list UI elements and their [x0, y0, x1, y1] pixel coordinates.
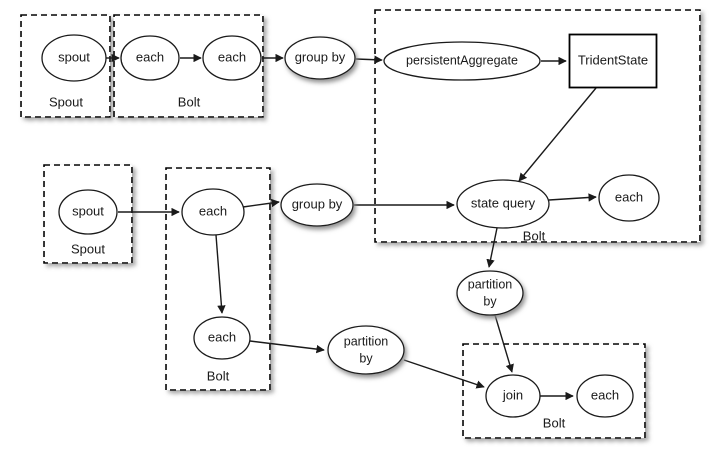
node-label: persistentAggregate [406, 53, 518, 67]
edge-each-m1-to-each-m2 [215, 234, 226, 314]
node-shape-ellipse [576, 374, 634, 418]
node-group-by[interactable]: group by [284, 36, 356, 80]
node-label: partition [468, 277, 513, 291]
node-each[interactable]: each [120, 35, 180, 81]
node-label: state query [471, 195, 536, 210]
edge-partition-2-to-join [494, 314, 514, 373]
node-shape-ellipse [280, 183, 354, 227]
edge-groupby-top-to-persistagg [355, 55, 383, 64]
node-label: each [199, 203, 227, 218]
node-label: each [218, 49, 246, 64]
node-partition-by[interactable]: partition by [456, 270, 524, 316]
node-shape-ellipse [485, 374, 541, 418]
edge-statequery-to-partition-2 [486, 227, 498, 268]
node-shape-ellipse [58, 189, 118, 235]
node-shape-ellipse [41, 34, 107, 82]
node-state-query[interactable]: state query [456, 179, 550, 229]
node-each[interactable]: each [576, 374, 634, 418]
node-spout[interactable]: spout [41, 34, 107, 82]
node-shape-ellipse [202, 35, 262, 81]
node-label: each [136, 49, 164, 64]
node-label: by [483, 294, 497, 308]
node-label: group by [292, 196, 343, 211]
node-group-by[interactable]: group by [280, 183, 354, 227]
edge-tridentstate-to-statequery [518, 87, 597, 182]
node-label: by [359, 351, 373, 365]
edge-each-m2-to-partition-1 [249, 340, 325, 354]
node-join[interactable]: join [485, 374, 541, 418]
group-label: Bolt [543, 415, 566, 430]
group-label: Spout [71, 241, 105, 256]
node-partition-by[interactable]: partition by [327, 325, 405, 375]
edge-statequery-to-each-sq [548, 193, 597, 202]
node-label: each [591, 387, 619, 402]
node-shape-ellipse [598, 174, 660, 222]
node-shape-ellipse [284, 36, 356, 80]
edge-partition-1-to-join [403, 359, 485, 389]
node-label: each [208, 329, 236, 344]
node-each[interactable]: each [181, 188, 245, 236]
nodes-layer: spout each each group by persistentAggregate… [41, 33, 660, 418]
node-shape-ellipse [181, 188, 245, 236]
edge-each-m1-to-groupby-mid [242, 198, 280, 208]
group-label: Bolt [207, 368, 230, 383]
node-label: TridentState [578, 52, 648, 67]
node-each[interactable]: each [193, 316, 251, 360]
node-label: join [502, 387, 523, 402]
node-shape-ellipse [327, 325, 405, 375]
node-shape-ellipse [193, 316, 251, 360]
node-shape-ellipse [456, 270, 524, 316]
node-spout[interactable]: spout [58, 189, 118, 235]
group-label: Spout [49, 94, 83, 109]
node-label: each [615, 189, 643, 204]
node-shape-ellipse [456, 179, 550, 229]
node-label: spout [58, 49, 90, 64]
node-shape-ellipse [383, 41, 541, 81]
group-label: Bolt [523, 228, 546, 243]
node-each[interactable]: each [598, 174, 660, 222]
node-shape-rect [568, 33, 658, 89]
node-tridentstate[interactable]: TridentState [568, 33, 658, 89]
group-label: Bolt [178, 94, 201, 109]
node-shape-ellipse [120, 35, 180, 81]
node-label: spout [72, 203, 104, 218]
edges-layer [106, 53, 597, 401]
node-label: partition [344, 334, 389, 348]
node-persistentaggregate[interactable]: persistentAggregate [383, 41, 541, 81]
node-each[interactable]: each [202, 35, 262, 81]
node-label: group by [295, 49, 346, 64]
